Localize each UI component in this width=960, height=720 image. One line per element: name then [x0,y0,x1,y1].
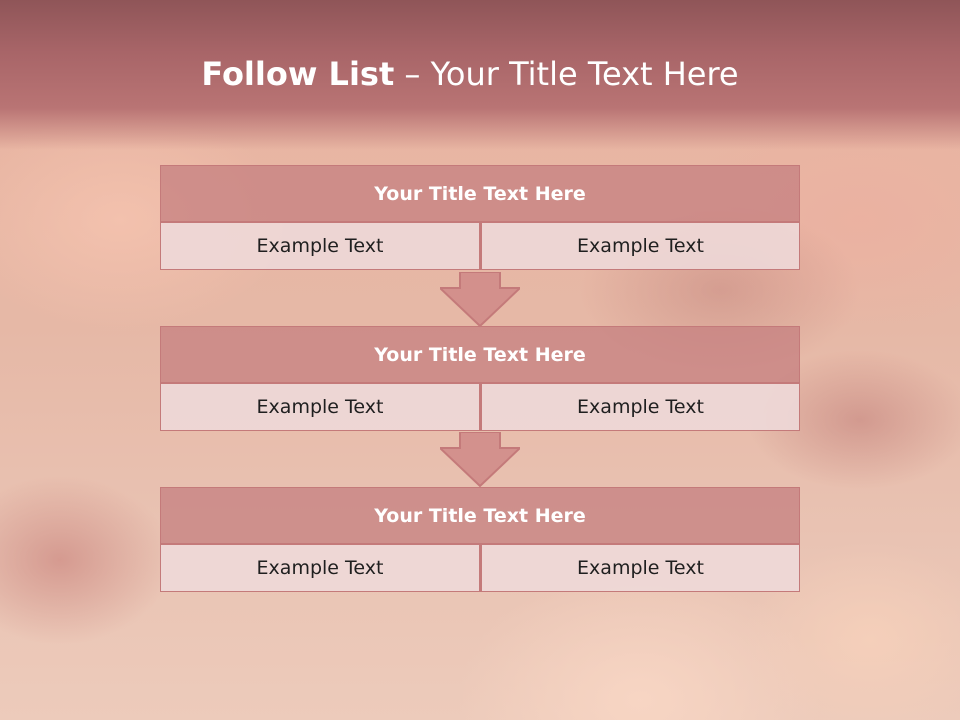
block-cell-right: Example Text [480,544,800,592]
title-band [0,0,960,150]
slide-title: Follow List – Your Title Text Here [0,55,940,93]
list-block-2: Your Title Text Here Example Text Exampl… [160,326,800,432]
block-cell-left: Example Text [160,544,480,592]
list-block-1: Your Title Text Here Example Text Exampl… [160,165,800,271]
block-cell-left: Example Text [160,222,480,270]
slide-title-rest: – Your Title Text Here [404,55,739,93]
block-title: Your Title Text Here [160,165,800,222]
block-cell-left: Example Text [160,383,480,431]
block-title: Your Title Text Here [160,487,800,544]
block-cell-right: Example Text [480,222,800,270]
slide-title-bold: Follow List [201,55,395,93]
down-arrow-icon [440,432,520,488]
block-cell-right: Example Text [480,383,800,431]
block-row: Example Text Example Text [160,222,800,270]
list-block-3: Your Title Text Here Example Text Exampl… [160,487,800,593]
down-arrow-icon [440,272,520,328]
block-row: Example Text Example Text [160,544,800,592]
block-row: Example Text Example Text [160,383,800,431]
block-title: Your Title Text Here [160,326,800,383]
